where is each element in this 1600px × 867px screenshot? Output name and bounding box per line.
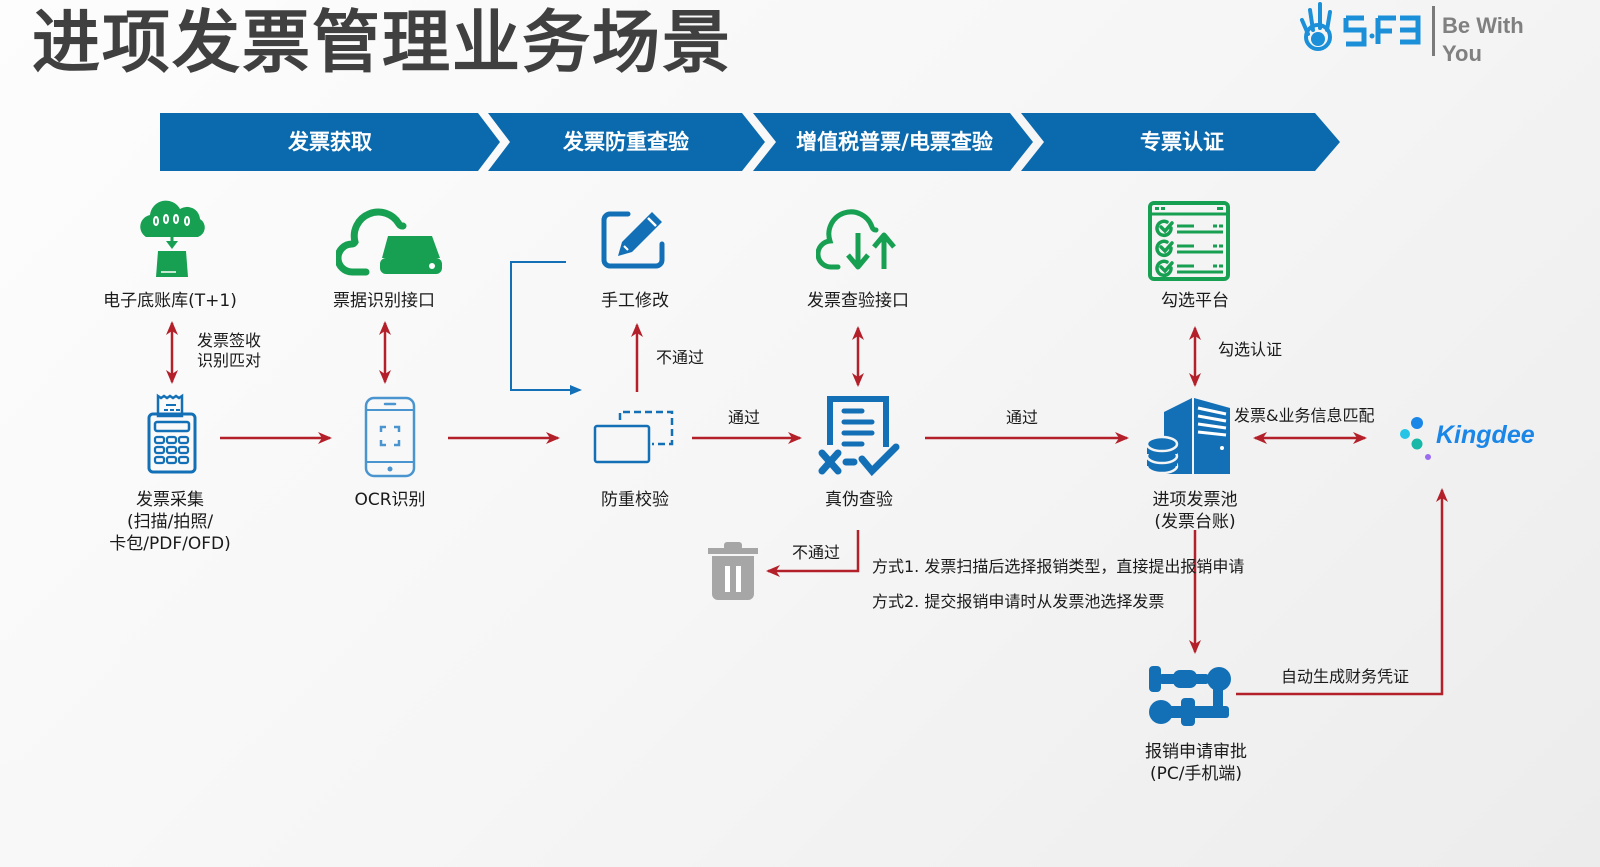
- brand-slogan: Be With You: [1442, 12, 1524, 68]
- edge-note-fail-manual: 不通过: [656, 348, 705, 367]
- node-label-manual-edit: 手工修改: [601, 291, 669, 311]
- logo-divider: [1432, 6, 1435, 56]
- edge-note-pass-auth: 通过: [728, 408, 761, 427]
- node-label-pool: 进项发票池 (发票台账): [1130, 489, 1260, 533]
- edge-note-pass-pool: 通过: [1006, 408, 1039, 427]
- edge-note-fail-trash: 不通过: [792, 543, 841, 562]
- node-label-e-ledger: 电子底账库(T+1): [103, 291, 237, 311]
- kingdee-logo-text: Kingdee: [1436, 421, 1535, 449]
- cloud-sync-icon: [816, 209, 896, 270]
- node-label-select-platform: 勾选平台: [1161, 291, 1229, 311]
- collect-line-3: 卡包/PDF/OFD): [109, 534, 231, 554]
- duplicate-window-icon: [593, 410, 674, 464]
- sfs-logo-icon: [1300, 2, 1421, 51]
- edge-note-sign-match: 发票签收 识别匹对: [197, 331, 261, 371]
- collect-line-1: 发票采集: [136, 490, 204, 510]
- cloud-download-drive-icon: [140, 200, 205, 277]
- kingdee-logo-icon: [1400, 417, 1431, 460]
- loop-manual-to-dedup: [510, 261, 582, 395]
- phone-scan-icon: [364, 396, 416, 478]
- node-label-ocr: OCR识别: [354, 490, 426, 510]
- phase-label-verify: 增值税普票/电票查验: [796, 130, 993, 154]
- sign-match-line-2: 识别匹对: [197, 351, 262, 370]
- phase-label-acquire: 发票获取: [288, 130, 372, 154]
- trash-icon: [708, 542, 758, 600]
- node-label-verify-api: 发票查验接口: [807, 291, 909, 311]
- pool-line-1: 进项发票池: [1152, 490, 1238, 510]
- phase-label-certify: 专票认证: [1140, 130, 1224, 154]
- page-title: 进项发票管理业务场景: [32, 4, 733, 83]
- sign-match-line-1: 发票签收: [197, 331, 262, 350]
- node-label-authenticity: 真伪查验: [825, 490, 893, 510]
- method-2-text: 方式2. 提交报销申请时从发票池选择发票: [872, 592, 1165, 611]
- node-label-collect: 发票采集 (扫描/拍照/ 卡包/PDF/OFD): [90, 489, 250, 555]
- checklist-icon: [1148, 201, 1230, 281]
- slogan-line-2: You: [1442, 41, 1482, 66]
- edit-pencil-icon: [601, 211, 665, 269]
- cloud-drive-icon: [336, 208, 442, 276]
- server-database-icon: [1146, 398, 1230, 475]
- arrow-approval-kingdee: [1236, 488, 1448, 696]
- node-label-dedup: 防重校验: [601, 490, 669, 510]
- node-label-ocr-api: 票据识别接口: [333, 291, 435, 311]
- collect-line-2: (扫描/拍照/: [126, 512, 214, 532]
- method-1-text: 方式1. 发票扫描后选择报销类型，直接提出报销申请: [872, 557, 1245, 576]
- document-check-icon: [818, 396, 900, 477]
- node-label-approval: 报销申请审批 (PC/手机端): [1126, 741, 1266, 785]
- pool-line-2: (发票台账): [1154, 512, 1236, 532]
- edge-note-select-cert: 勾选认证: [1218, 340, 1283, 359]
- edge-note-auto-voucher: 自动生成财务凭证: [1281, 667, 1410, 686]
- workflow-icon: [1149, 666, 1231, 726]
- approval-line-1: 报销申请审批: [1145, 742, 1247, 762]
- edge-note-biz-match: 发票&业务信息匹配: [1234, 406, 1375, 425]
- slogan-line-1: Be With: [1442, 13, 1524, 38]
- approval-line-2: (PC/手机端): [1149, 764, 1243, 784]
- phase-label-dedup: 发票防重查验: [563, 130, 689, 154]
- pos-terminal-icon: [147, 393, 197, 474]
